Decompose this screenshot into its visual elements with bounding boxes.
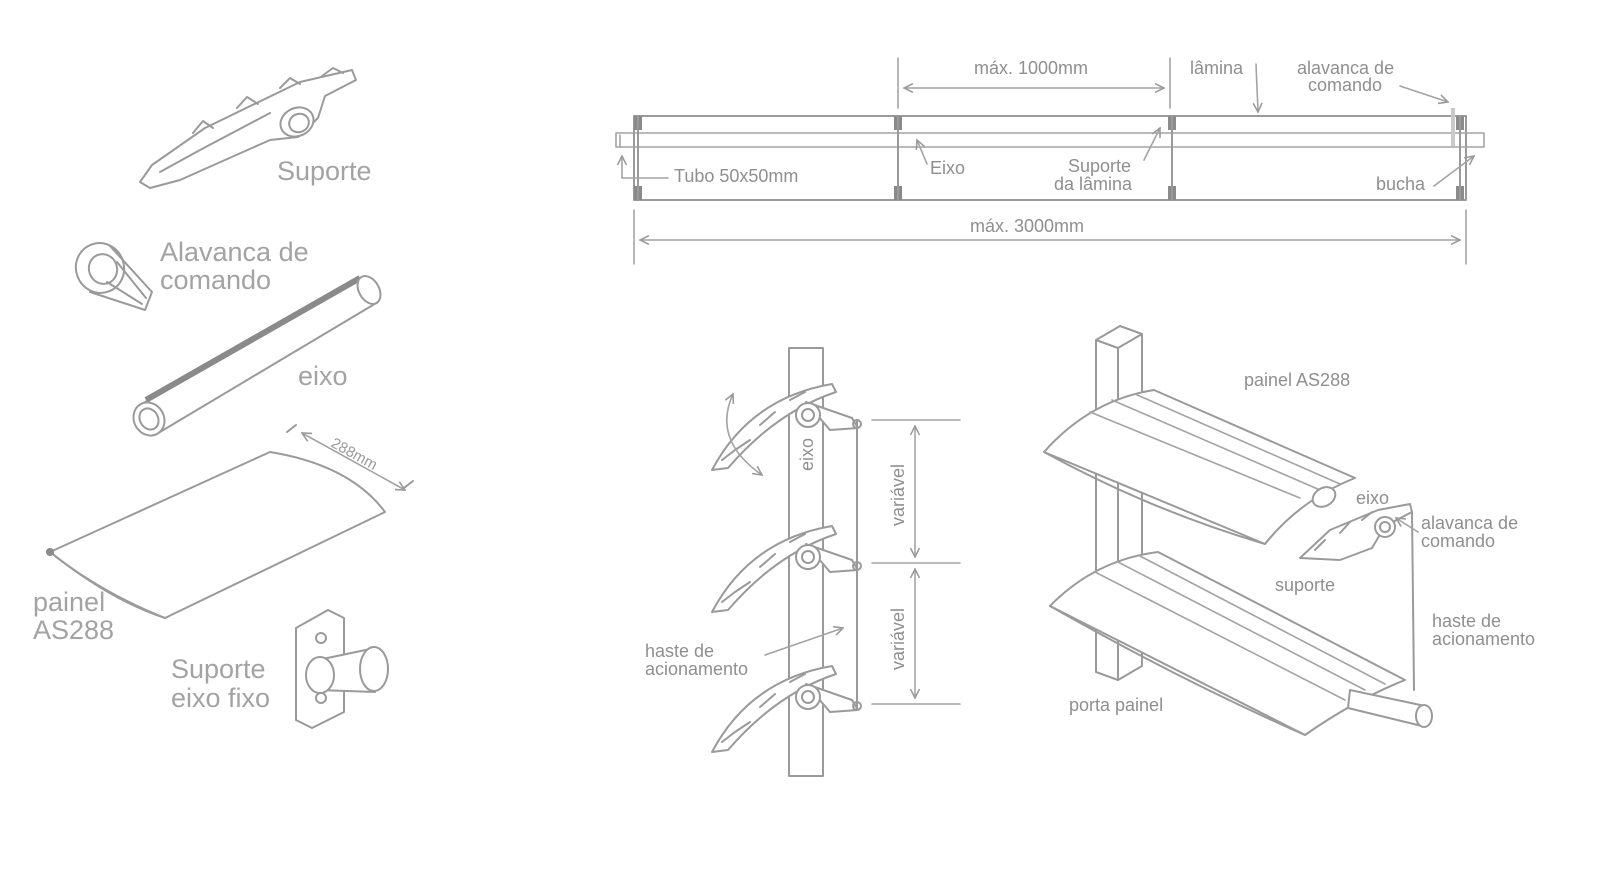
- side-variavel-1: variável: [888, 464, 908, 526]
- label-painel-1: painel: [33, 587, 105, 617]
- part-painel: 288mm painel AS288: [33, 424, 414, 645]
- label-288mm: 288mm: [328, 435, 380, 474]
- iso-painel: painel AS288: [1244, 370, 1350, 390]
- part-alavanca: Alavanca de comando: [74, 237, 309, 311]
- part-suporte-eixo-fixo: Suporte eixo fixo: [171, 609, 389, 729]
- side-haste-1: haste de: [645, 641, 714, 661]
- side-view: eixo variável variável haste de acioname…: [645, 347, 961, 777]
- plan-tubo: Tubo 50x50mm: [674, 166, 798, 186]
- iso-haste-1: haste de: [1432, 611, 1501, 631]
- iso-haste-2: acionamento: [1432, 629, 1535, 649]
- plan-eixo: Eixo: [930, 158, 965, 178]
- label-eixo: eixo: [298, 361, 348, 391]
- plan-view: máx. 1000mm lâmina alavanca de comando T…: [615, 57, 1485, 265]
- plan-alavanca-2: comando: [1308, 75, 1382, 95]
- side-variavel-2: variável: [888, 608, 908, 670]
- plan-max-3000: máx. 3000mm: [970, 216, 1084, 236]
- label-alavanca-2: comando: [160, 265, 271, 295]
- plan-suporte-2: da lâmina: [1054, 174, 1133, 194]
- plan-max-1000: máx. 1000mm: [974, 58, 1088, 78]
- iso-porta: porta painel: [1069, 695, 1163, 715]
- side-eixo: eixo: [797, 438, 817, 471]
- iso-alavanca-1: alavanca de: [1421, 513, 1518, 533]
- plan-suporte-1: Suporte: [1068, 156, 1131, 176]
- label-suporte-fixo-2: eixo fixo: [171, 683, 270, 713]
- iso-view: painel AS288 eixo alavanca de comando su…: [1043, 325, 1535, 736]
- side-haste-2: acionamento: [645, 659, 748, 679]
- label-painel-2: AS288: [33, 615, 114, 645]
- label-alavanca-1: Alavanca de: [160, 237, 309, 267]
- plan-alavanca-1: alavanca de: [1297, 58, 1394, 78]
- plan-lamina: lâmina: [1190, 58, 1244, 78]
- label-suporte: Suporte: [277, 156, 372, 186]
- iso-alavanca-2: comando: [1421, 531, 1495, 551]
- iso-suporte: suporte: [1275, 575, 1335, 595]
- part-eixo: eixo: [132, 275, 382, 437]
- iso-eixo: eixo: [1356, 488, 1389, 508]
- part-suporte: Suporte: [139, 67, 372, 189]
- plan-bucha: bucha: [1376, 174, 1426, 194]
- label-suporte-fixo-1: Suporte: [171, 654, 266, 684]
